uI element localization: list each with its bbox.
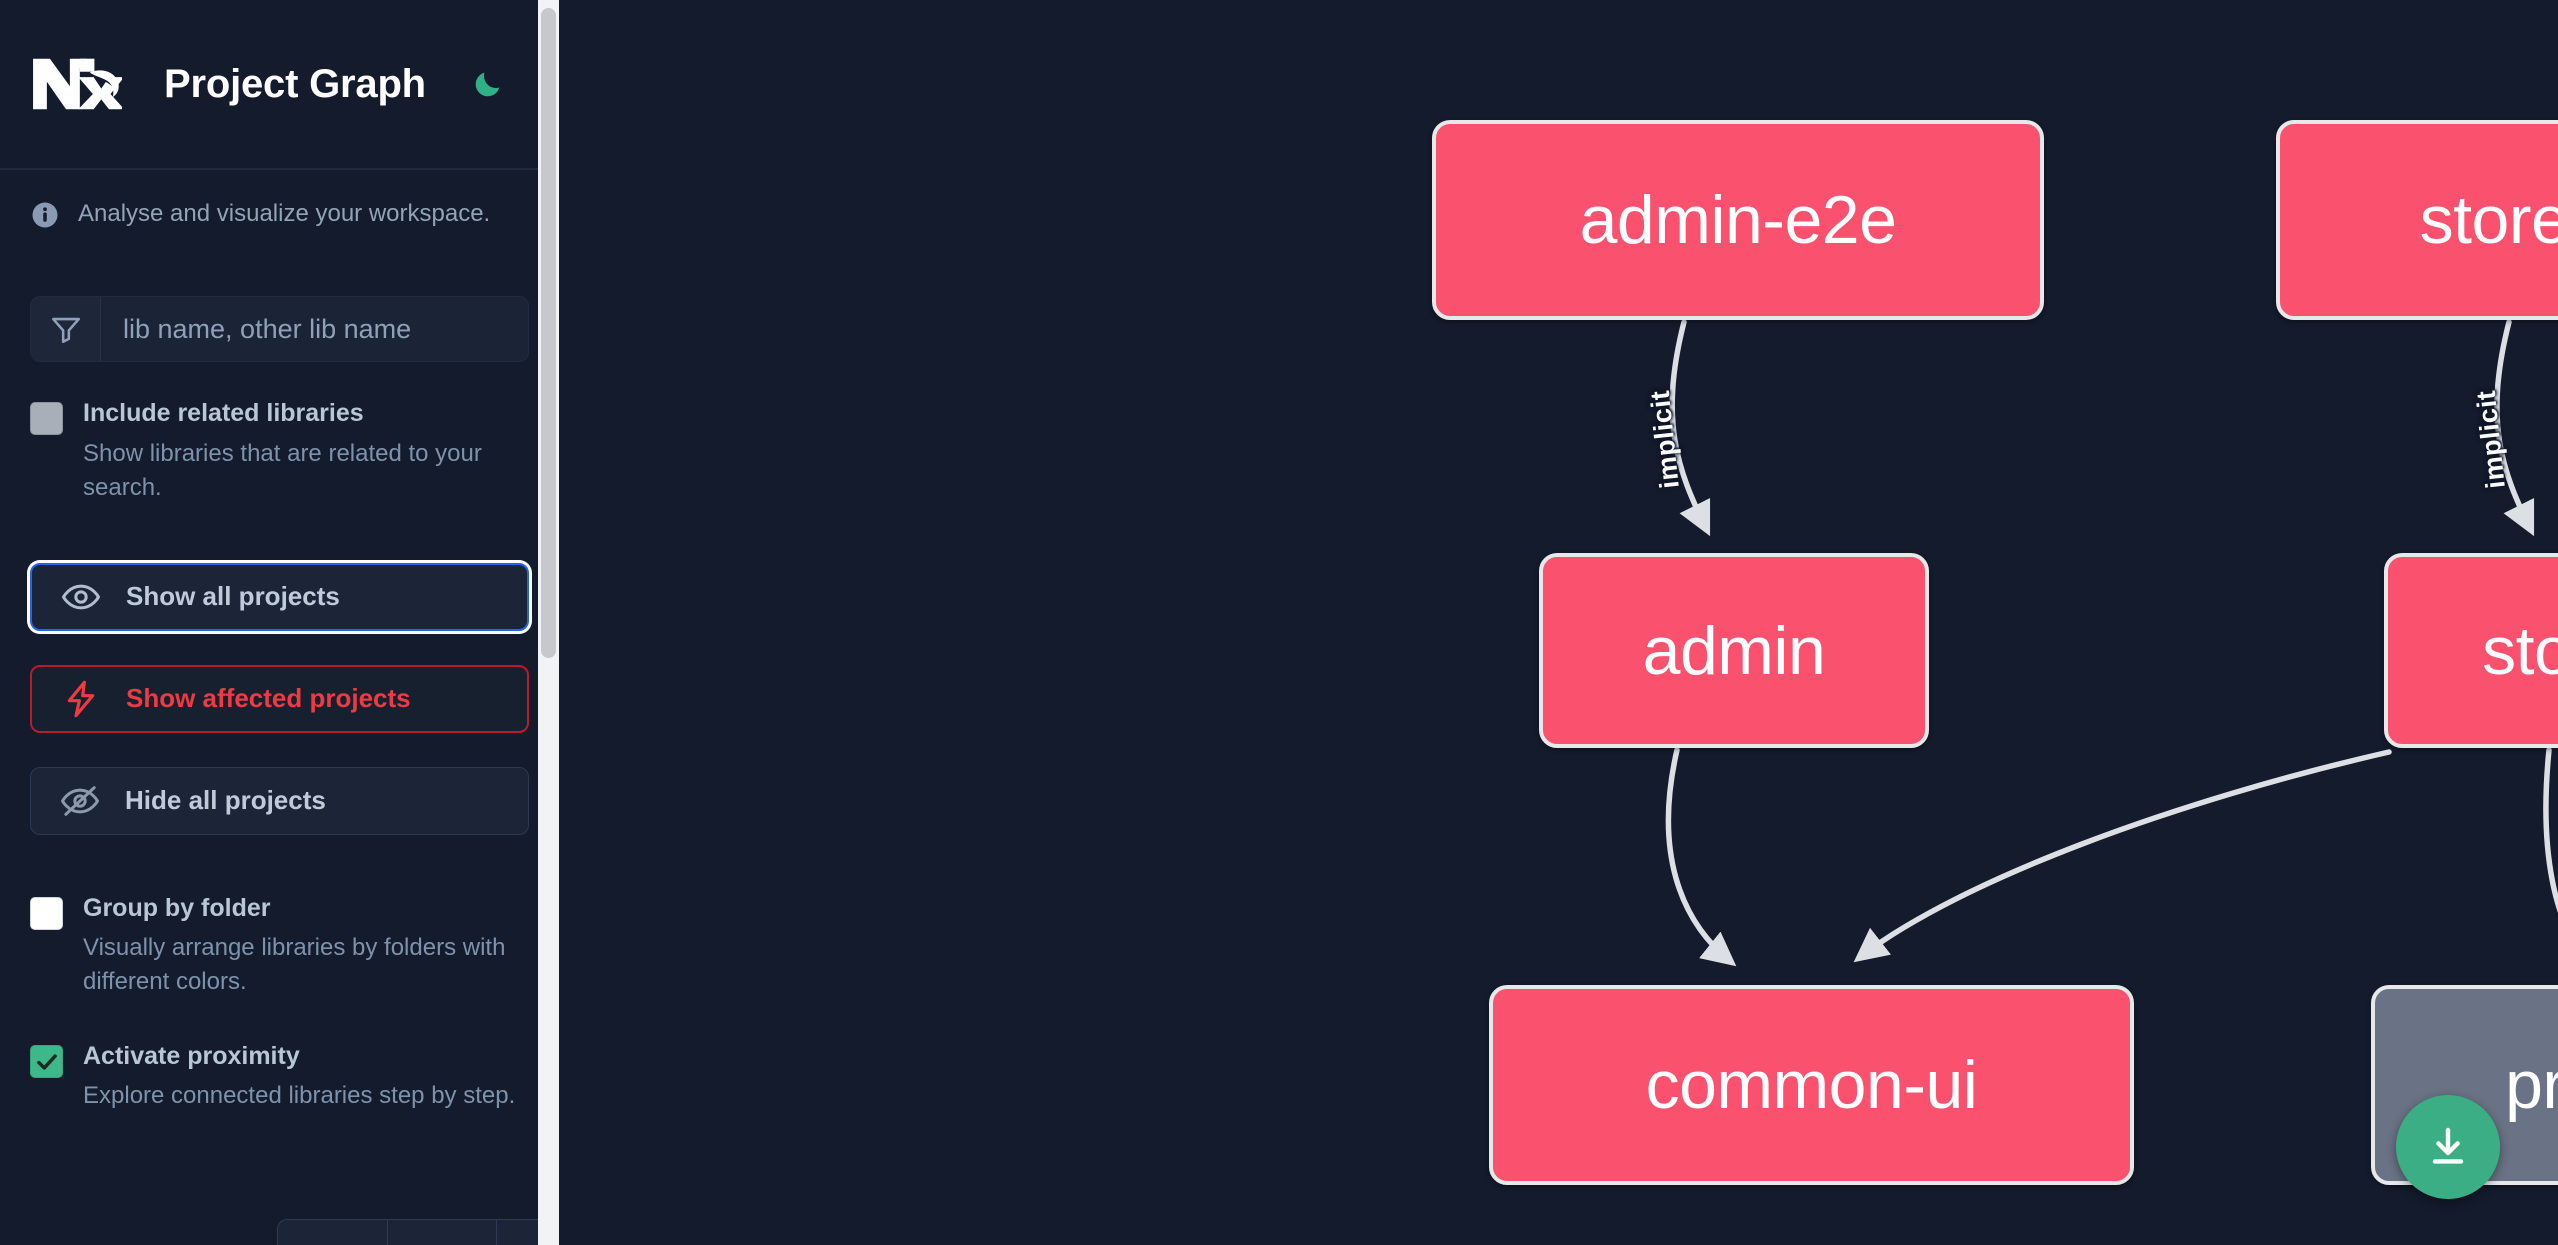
eye-off-icon xyxy=(59,780,101,822)
checkbox-row-activate-proximity[interactable]: Activate proximity Explore connected lib… xyxy=(0,1041,559,1113)
lightning-bolt-icon-glyph xyxy=(67,680,95,718)
checkbox-group-by-folder[interactable] xyxy=(30,896,63,930)
checkbox-row-include-related-libraries[interactable]: Include related libraries Show libraries… xyxy=(0,398,559,504)
sidebar-scrollbar-thumb[interactable] xyxy=(541,8,556,658)
graph-node-admin-e2e[interactable]: admin-e2e xyxy=(1432,120,2044,320)
checkbox-description-activate-proximity: Explore connected libraries step by step… xyxy=(83,1082,516,1110)
search-field-wrapper[interactable] xyxy=(30,296,529,363)
edge-admin-e2e-to-admin xyxy=(1669,319,1711,537)
download-graph-button[interactable] xyxy=(2396,1095,2500,1199)
info-circle-icon xyxy=(32,202,58,228)
nx-logo xyxy=(33,58,122,110)
lightning-bolt-icon xyxy=(60,678,102,720)
graph-node-store-e2e[interactable]: store-e2e xyxy=(2276,120,2558,320)
filter-funnel-icon-glyph xyxy=(51,318,80,344)
graph-node-admin[interactable]: admin xyxy=(1539,553,1929,748)
graph-node-label: store xyxy=(2482,612,2558,689)
checkbox-text-group: Group by folder Visually arrange librari… xyxy=(83,893,523,999)
checkbox-description-group-by-folder: Visually arrange libraries by folders wi… xyxy=(83,934,506,996)
checkbox-text-group: Activate proximity Explore connected lib… xyxy=(83,1041,515,1113)
show-all-projects-label: Show all projects xyxy=(126,581,340,612)
edge-store-e2e-to-store xyxy=(2494,319,2535,537)
filter-funnel-icon xyxy=(31,297,101,362)
eye-off-icon-glyph xyxy=(61,785,99,816)
edge-store-to-common-ui xyxy=(1853,749,2392,963)
checkbox-row-group-by-folder[interactable]: Group by folder Visually arrange librari… xyxy=(0,893,559,999)
eye-icon xyxy=(60,576,102,618)
checkbox-include-related-libraries[interactable] xyxy=(30,402,63,436)
workspace-tagline: Analyse and visualize your workspace. xyxy=(0,170,559,230)
moon-icon[interactable] xyxy=(468,64,508,104)
eye-icon-glyph xyxy=(62,584,100,610)
checkbox-label-activate-proximity: Activate proximity xyxy=(83,1042,300,1071)
sidebar-header: Project Graph xyxy=(0,0,559,170)
download-icon xyxy=(2432,1127,2464,1164)
show-affected-projects-label: Show affected projects xyxy=(126,683,411,714)
segment-option-2[interactable] xyxy=(388,1220,498,1245)
sidebar: Project Graph Analyse and visualize your… xyxy=(0,0,559,1245)
graph-node-label: admin xyxy=(1642,612,1826,689)
proximity-segmented-control[interactable] xyxy=(277,1219,559,1245)
graph-node-label: products xyxy=(2505,1047,2558,1123)
check-icon xyxy=(36,1054,57,1070)
graph-node-label: admin-e2e xyxy=(1579,182,1897,258)
tagline-text: Analyse and visualize your workspace. xyxy=(78,200,491,227)
search-input[interactable] xyxy=(101,297,528,362)
graph-node-common-ui[interactable]: common-ui xyxy=(1489,985,2134,1185)
graph-node-label: common-ui xyxy=(1645,1047,1978,1123)
show-all-projects-button[interactable]: Show all projects xyxy=(30,562,529,631)
moon-icon-glyph xyxy=(475,72,500,97)
edge-store-to-products xyxy=(2543,747,2558,967)
sidebar-scrollbar-track[interactable] xyxy=(538,0,559,1245)
segment-option-1[interactable] xyxy=(278,1220,388,1245)
checkbox-text-group: Include related libraries Show libraries… xyxy=(83,398,523,504)
checkbox-label-include-related-libraries: Include related libraries xyxy=(83,399,364,428)
show-affected-projects-button[interactable]: Show affected projects xyxy=(30,664,529,733)
hide-all-projects-button[interactable]: Hide all projects xyxy=(30,766,529,835)
graph-node-label: store-e2e xyxy=(2419,182,2558,258)
hide-all-projects-label: Hide all projects xyxy=(125,785,326,816)
graph-node-store[interactable]: store xyxy=(2384,553,2558,748)
checkbox-label-group-by-folder: Group by folder xyxy=(83,893,271,922)
checkbox-description-include-related-libraries: Show libraries that are related to your … xyxy=(83,439,482,501)
graph-edges-layer xyxy=(1665,319,2558,967)
graph-node-products[interactable]: products xyxy=(2371,985,2558,1185)
checkbox-activate-proximity[interactable] xyxy=(30,1045,63,1079)
graph-canvas[interactable]: admin-e2e store-e2e admin store common-u… xyxy=(559,0,2558,1245)
page-title: Project Graph xyxy=(164,61,426,106)
edge-admin-to-common-ui xyxy=(1665,747,1737,967)
